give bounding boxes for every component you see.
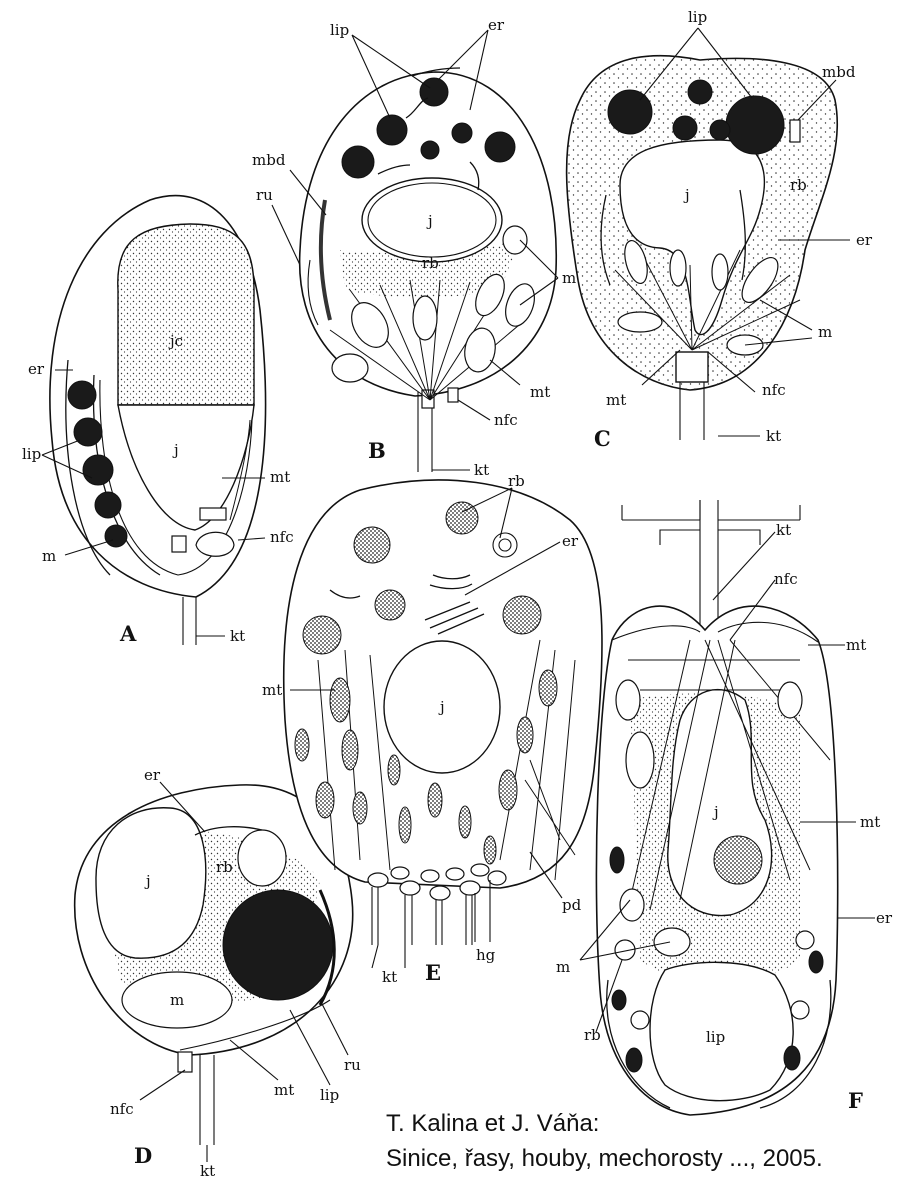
- label-f-nfc: nfc: [774, 570, 798, 588]
- label-d-ru: ru: [344, 1056, 361, 1074]
- label-f-mt2: mt: [860, 813, 880, 831]
- label-c-mt: mt: [606, 391, 626, 409]
- label-e-hg: hg: [476, 946, 496, 964]
- label-b-m: m: [562, 269, 576, 287]
- label-c-lip: lip: [688, 8, 707, 26]
- label-f-kt: kt: [776, 521, 791, 539]
- label-d-er: er: [144, 766, 161, 784]
- label-f-m: m: [556, 958, 570, 976]
- label-b-mbd: mbd: [252, 151, 286, 169]
- label-c-m: m: [818, 323, 832, 341]
- label-f-lip: lip: [706, 1028, 725, 1046]
- label-b-ru: ru: [256, 186, 273, 204]
- label-d-nfc: nfc: [110, 1100, 134, 1118]
- credit-source: Sinice, řasy, houby, mechorosty ..., 200…: [386, 1141, 823, 1176]
- label-e-mt: mt: [262, 681, 282, 699]
- label-f-rb: rb: [584, 1026, 601, 1044]
- label-b-er: er: [488, 16, 505, 34]
- label-d-m: m: [170, 991, 184, 1009]
- panel-letter-f: F: [848, 1088, 863, 1113]
- label-c-er: er: [856, 231, 873, 249]
- label-a-jc: jc: [168, 332, 183, 350]
- label-a-lip: lip: [22, 445, 41, 463]
- label-d-mt: mt: [274, 1081, 294, 1099]
- credit-authors: T. Kalina et J. Váňa:: [386, 1106, 823, 1141]
- label-a-nfc: nfc: [270, 528, 294, 546]
- label-e-er: er: [562, 532, 579, 550]
- panel-f: [580, 500, 875, 1115]
- label-b-rb: rb: [422, 254, 439, 272]
- label-e-rb: rb: [508, 472, 525, 490]
- label-c-mbd: mbd: [822, 63, 856, 81]
- panel-letter-e: E: [425, 960, 441, 985]
- label-a-mt: mt: [270, 468, 290, 486]
- label-f-er: er: [876, 909, 893, 927]
- label-d-lip: lip: [320, 1086, 339, 1104]
- label-b-kt: kt: [474, 461, 489, 479]
- panel-letter-c: C: [594, 426, 611, 451]
- label-a-kt: kt: [230, 627, 245, 645]
- label-a-er: er: [28, 360, 45, 378]
- label-b-nfc: nfc: [494, 411, 518, 429]
- label-b-mt: mt: [530, 383, 550, 401]
- credit-citation: T. Kalina et J. Váňa: Sinice, řasy, houb…: [386, 1106, 823, 1176]
- label-e-pd: pd: [562, 896, 582, 914]
- panel-letter-d: D: [134, 1143, 152, 1168]
- label-c-kt: kt: [766, 427, 781, 445]
- label-b-lip: lip: [330, 21, 349, 39]
- panel-letter-a: A: [119, 621, 137, 646]
- panel-a: [42, 196, 266, 645]
- label-a-m: m: [42, 547, 56, 565]
- label-c-nfc: nfc: [762, 381, 786, 399]
- label-d-kt: kt: [200, 1162, 215, 1180]
- label-f-mt1: mt: [846, 636, 866, 654]
- panel-c: [567, 28, 850, 440]
- panel-b: [272, 30, 558, 472]
- label-c-rb: rb: [790, 176, 807, 194]
- panel-letter-b: B: [368, 438, 386, 463]
- label-e-kt: kt: [382, 968, 397, 986]
- label-d-rb: rb: [216, 858, 233, 876]
